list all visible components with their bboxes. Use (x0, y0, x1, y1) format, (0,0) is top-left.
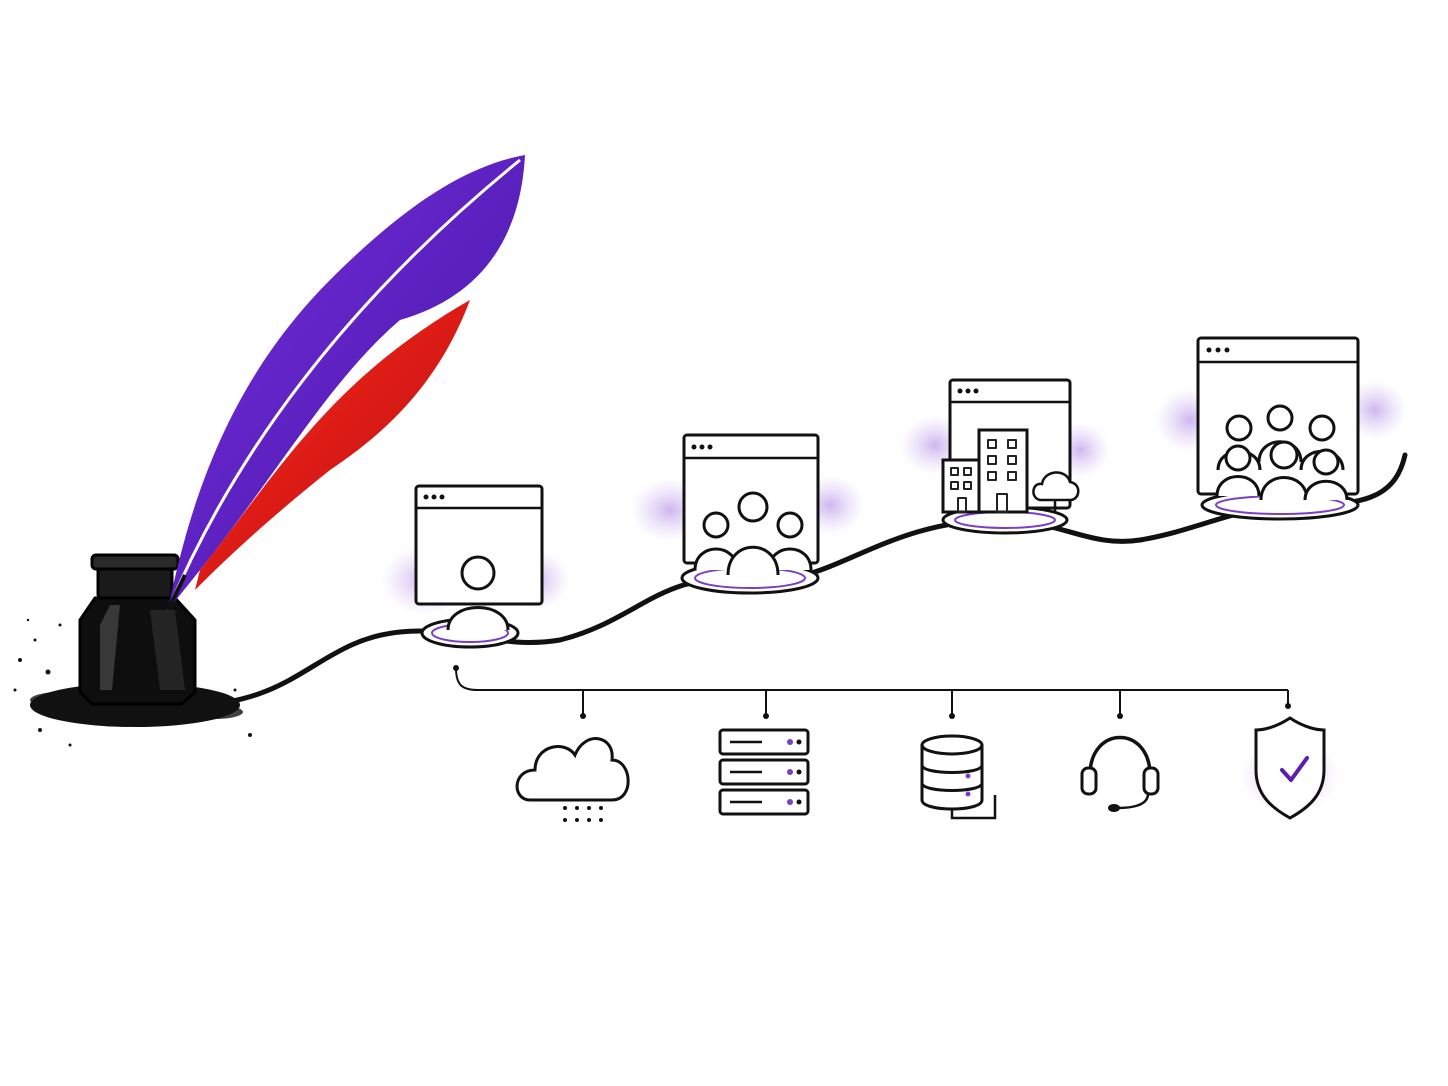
single-user-icon (446, 555, 510, 631)
inkwell-icon (78, 553, 197, 706)
quill-feather-icon (166, 155, 525, 611)
server-rack-icon (718, 728, 810, 816)
large-group-icon (1215, 404, 1349, 501)
stage-2-team (630, 433, 865, 595)
security-shield-icon (1240, 716, 1340, 820)
stage-4-large-group (1155, 336, 1407, 521)
team-icon (693, 491, 813, 576)
office-buildings-icon (941, 428, 1080, 514)
database-icon (920, 734, 997, 820)
cloud-icon (515, 737, 630, 822)
services-connector (453, 665, 1291, 719)
stage-3-office (900, 378, 1110, 535)
headset-support-icon (1080, 735, 1160, 812)
browser-window-icon (414, 484, 544, 606)
stage-1-single-user (380, 484, 570, 649)
